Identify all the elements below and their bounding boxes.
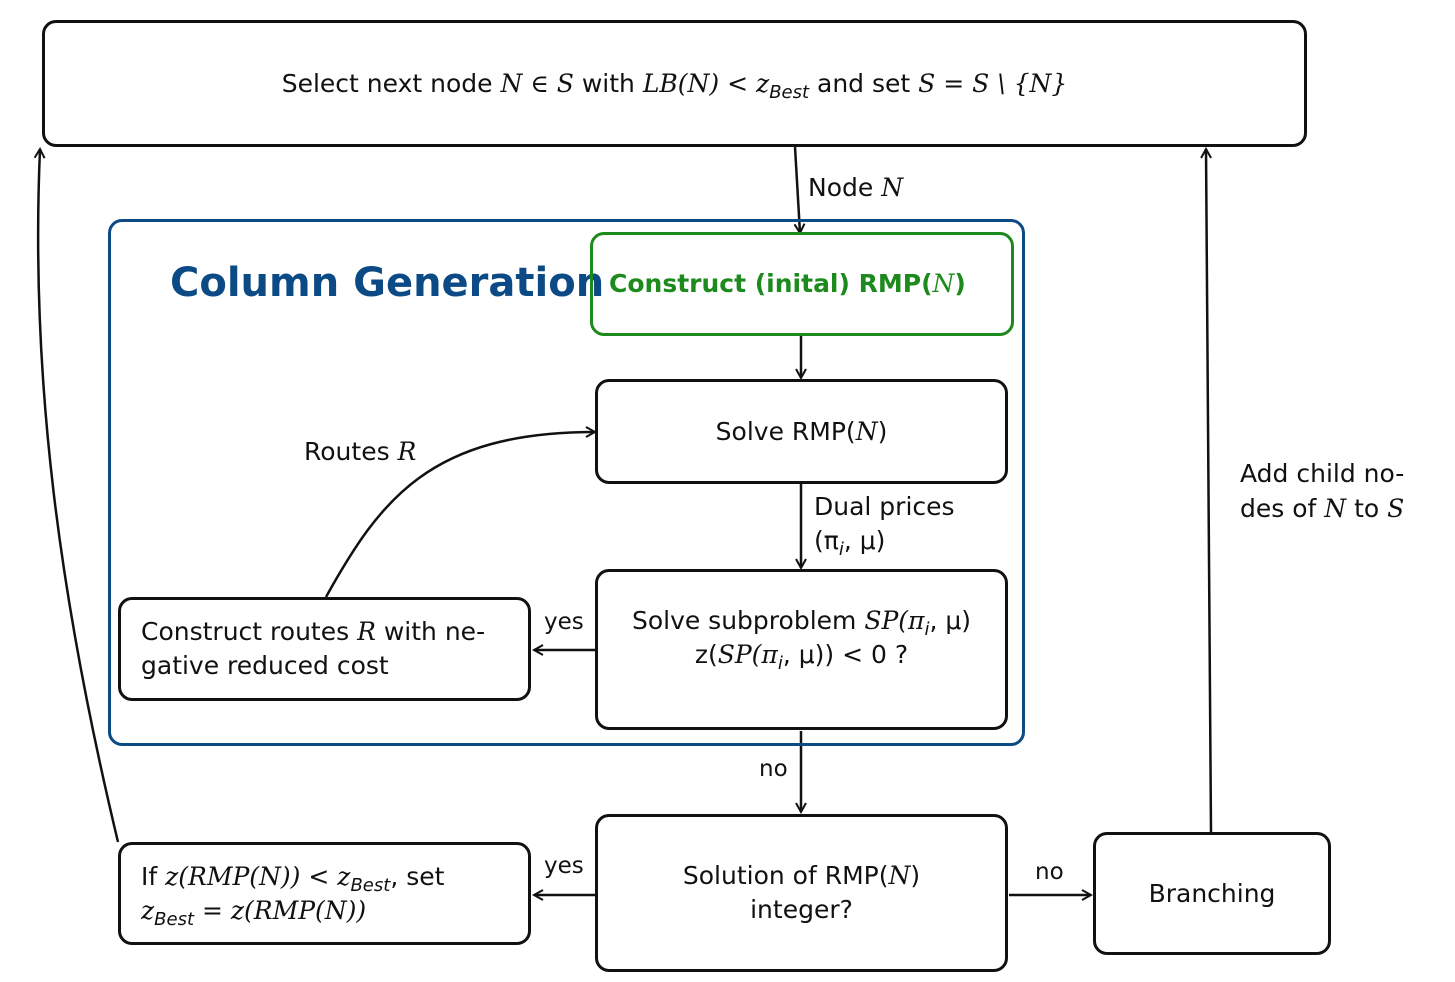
construct-routes-box: Construct routes R with ne- gative reduc… (118, 597, 531, 701)
solve-subproblem-box: Solve subproblem SP(πi, μ) z(SP(πi, μ)) … (595, 569, 1008, 730)
edge-label-no-cg: no (759, 756, 788, 782)
column-generation-frame (108, 219, 1025, 746)
edge-label-node: Node N (808, 173, 904, 202)
solve-rmp-text: Solve RMP(N) (715, 416, 888, 446)
column-generation-title: Column Generation (170, 260, 605, 306)
edge-top-to-construct (795, 146, 800, 233)
edge-branching-to-top (1206, 149, 1213, 833)
update-best-text: If z(RMP(N)) < zBest, set zBest = z(RMP(… (141, 861, 445, 930)
edge-label-dual-prices: Dual prices (πi, μ) (814, 492, 955, 560)
branching-text: Branching (1148, 878, 1276, 908)
construct-rmp-text: Construct (inital) RMP(N) (609, 269, 966, 299)
construct-rmp-box: Construct (inital) RMP(N) (590, 232, 1014, 336)
edge-label-add-child-nodes: Add child no- des of N to S (1240, 459, 1405, 523)
select-node-box: Select next node N ∈ S with LB(N) < zBes… (42, 20, 1307, 147)
edge-label-routes: Routes R (304, 437, 417, 466)
solution-integer-box: Solution of RMP(N) integer? (595, 814, 1008, 972)
select-node-text: Select next node N ∈ S with LB(N) < zBes… (281, 68, 1068, 103)
branching-box: Branching (1093, 832, 1331, 955)
solve-rmp-box: Solve RMP(N) (595, 379, 1008, 484)
edge-if-to-top (38, 149, 120, 843)
edge-routes-to-solve (324, 432, 595, 598)
edge-label-yes-bottom: yes (544, 853, 584, 879)
solution-integer-text: Solution of RMP(N) integer? (682, 861, 921, 924)
solve-subproblem-text: Solve subproblem SP(πi, μ) z(SP(πi, μ)) … (631, 605, 972, 674)
construct-routes-text: Construct routes R with ne- gative reduc… (141, 617, 486, 680)
update-best-box: If z(RMP(N)) < zBest, set zBest = z(RMP(… (118, 842, 531, 945)
edge-label-no-bottom: no (1035, 859, 1064, 885)
edge-label-yes-cg: yes (544, 609, 584, 635)
